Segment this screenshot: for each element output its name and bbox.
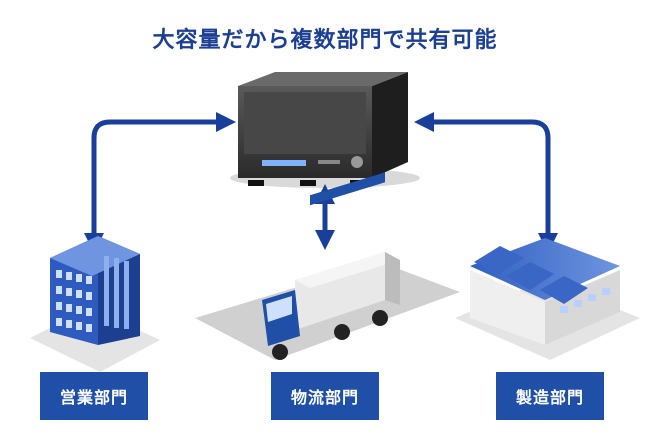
arrow-nas-to-manufacturing bbox=[414, 112, 558, 253]
department-label-manufacturing: 製造部門 bbox=[496, 372, 604, 420]
truck-icon bbox=[195, 172, 460, 360]
office-building-icon bbox=[30, 236, 160, 372]
factory-icon bbox=[455, 238, 640, 360]
nas-server-icon bbox=[230, 72, 420, 188]
department-label-sales: 営業部門 bbox=[40, 372, 148, 420]
department-label-logistics: 物流部門 bbox=[271, 372, 379, 420]
arrow-nas-to-sales bbox=[84, 112, 236, 253]
diagram-title: 大容量だから複数部門で共有可能 bbox=[152, 28, 498, 53]
